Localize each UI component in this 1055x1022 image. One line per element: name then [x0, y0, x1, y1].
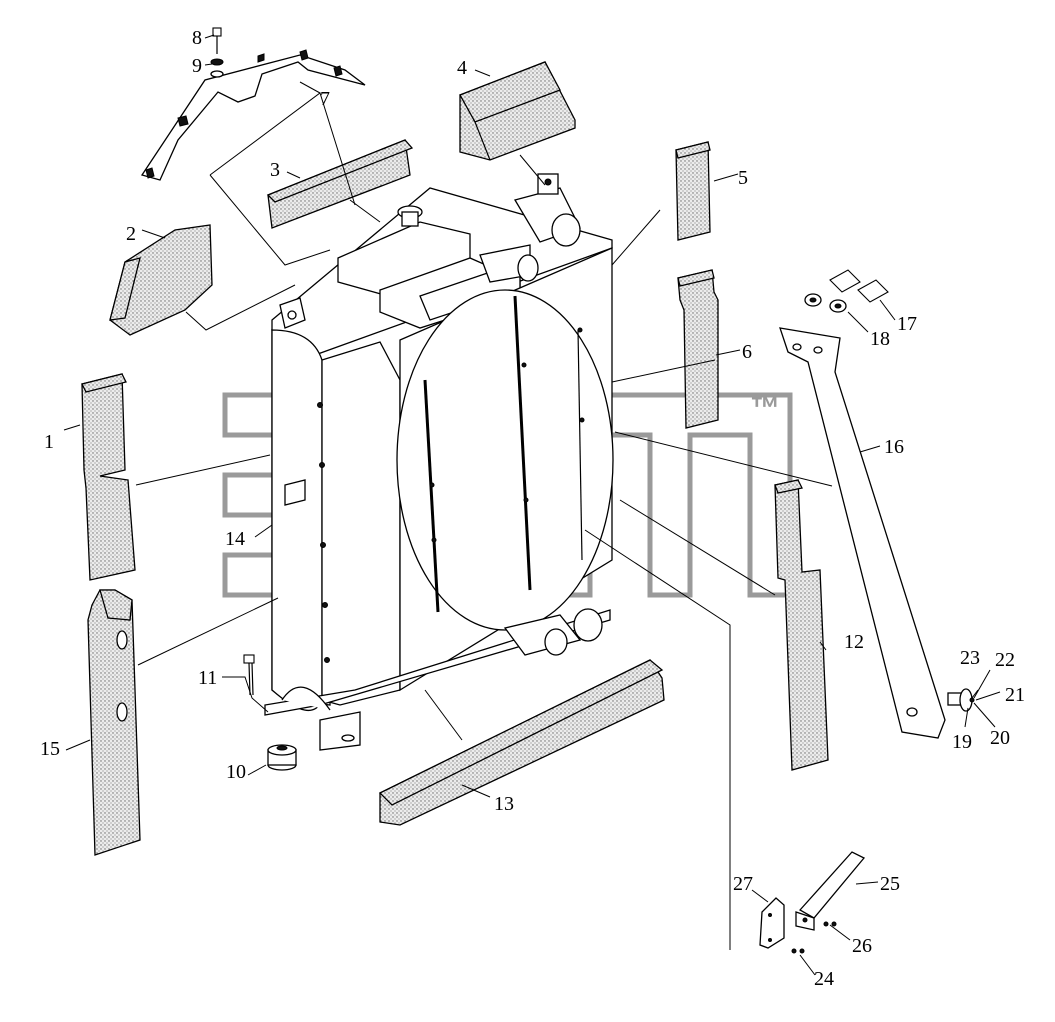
callout-23: 23: [960, 647, 980, 669]
callout-17: 17: [897, 313, 917, 335]
part-9-washer: [210, 58, 224, 78]
callout-22: 22: [995, 649, 1015, 671]
callout-24: 24: [814, 968, 834, 990]
callout-10: 10: [226, 761, 246, 783]
callout-16: 16: [884, 436, 904, 458]
callout-8: 8: [192, 27, 202, 49]
parts-19-23-fitting: [947, 688, 975, 712]
radiator-assembly: [264, 187, 614, 751]
part-10-rubber-mount: [267, 744, 297, 771]
part-4-foam-block: [459, 61, 576, 161]
part-4-mount-block: [537, 173, 559, 195]
part-16-stay-bar: [779, 327, 946, 739]
callout-4: 4: [457, 57, 467, 79]
part-5-foam-block: [675, 141, 711, 241]
part-17-bolts: [829, 269, 889, 303]
part-7-top-bracket: [140, 49, 366, 181]
callout-20: 20: [990, 727, 1010, 749]
part-8-bolt: [212, 27, 222, 54]
callout-21: 21: [1005, 684, 1025, 706]
callout-13: 13: [494, 793, 514, 815]
callout-19: 19: [952, 731, 972, 753]
part-2-foam-block: [109, 224, 213, 336]
shroud-bolts: [317, 327, 585, 663]
callout-12: 12: [844, 631, 864, 653]
part-1-foam-block: [81, 373, 136, 581]
callout-14: 14: [225, 528, 245, 550]
part-3-foam-strip: [266, 139, 414, 229]
part-27-plate: [759, 897, 785, 949]
callout-15: 15: [40, 738, 60, 760]
part-15-foam-column: [87, 589, 141, 856]
callout-27: 27: [733, 873, 753, 895]
part-25-bar: [795, 851, 866, 931]
part-11-bolt: [243, 654, 255, 696]
callout-9: 9: [192, 55, 202, 77]
callout-1: 1: [44, 431, 54, 453]
part-24-26-screws: [791, 921, 837, 954]
callout-5: 5: [738, 167, 748, 189]
leader-lines: [63, 34, 1001, 976]
callout-3: 3: [270, 159, 280, 181]
callout-2: 2: [126, 223, 136, 245]
callout-11: 11: [198, 667, 217, 689]
trademark-symbol: ™: [750, 392, 780, 425]
part-18-washers: [804, 293, 847, 313]
callout-26: 26: [852, 935, 872, 957]
callout-labels: 1 2 3 4 5 6 7 8 9 10 11 12 13 14 15 16 1…: [40, 27, 1025, 990]
part-6-foam-block: [677, 269, 719, 429]
callout-6: 6: [742, 341, 752, 363]
callout-18: 18: [870, 328, 890, 350]
part-12-foam-column: [774, 479, 829, 771]
part-13-foam-strip: [378, 659, 665, 826]
callout-7: 7: [320, 88, 330, 110]
callout-25: 25: [880, 873, 900, 895]
